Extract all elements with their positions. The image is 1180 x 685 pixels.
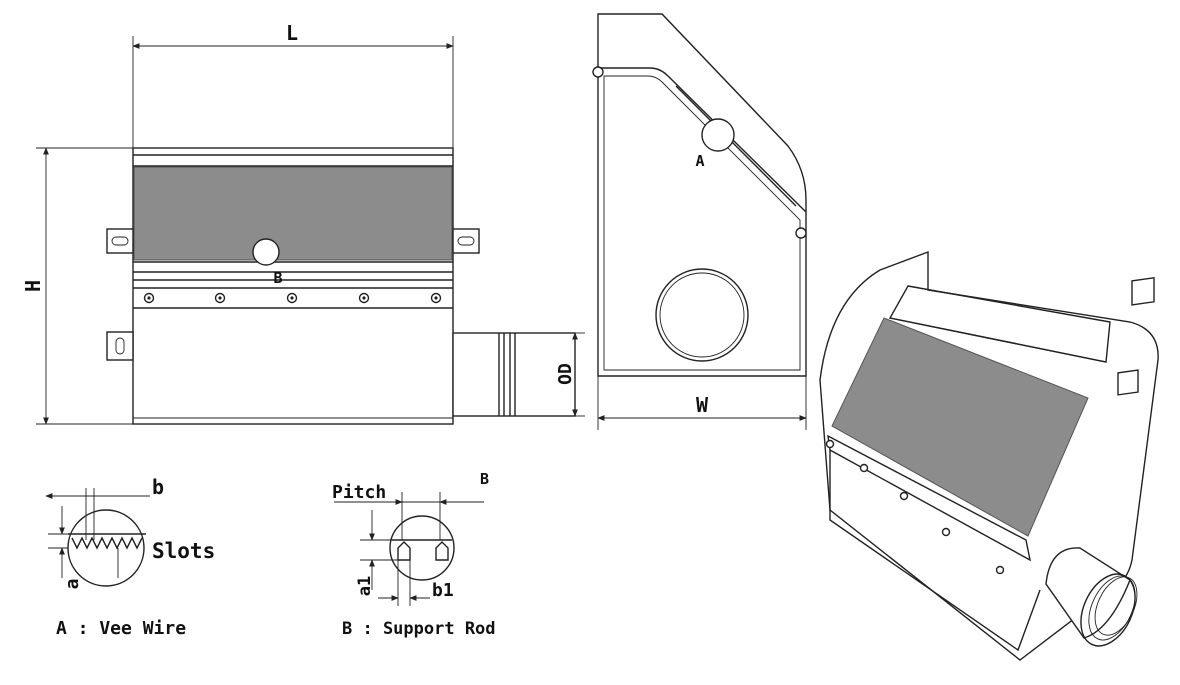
front-body-outline [132,147,454,425]
iso-outlet-pipe [1045,547,1138,647]
outlet-opening [655,268,749,362]
a1-label: a1 [355,576,375,596]
detail-b-support-rod: Pitch B b1 a1 B : Support Rod [332,470,496,639]
detail-b-ref-callout: B [480,470,489,488]
height-label: H [21,280,45,292]
iso-screen-panel [831,317,1089,537]
detail-b-circle [252,238,280,266]
detail-a-vee-wire: b a Slots A : Vee Wire [45,475,215,639]
detail-b-caption: B : Support Rod [342,619,496,639]
length-label: L [286,21,298,45]
b1-label: b1 [432,580,454,601]
bolt-row [143,292,442,304]
isometric-view [819,250,1159,661]
od-label: OD [555,363,576,385]
outlet-pipe [452,332,576,417]
pitch-label: Pitch [332,482,386,503]
detail-a-circle [701,118,735,152]
front-view: L H B [21,21,585,425]
detail-a-callout: A [695,152,704,170]
side-view: A W [592,13,807,430]
detail-b-circle-view [389,515,455,581]
slots-label: Slots [152,539,215,563]
detail-a-circle-view [67,509,145,587]
detail-a-b-label: b [152,475,164,499]
mounting-brackets [106,228,480,361]
iso-bolts [825,439,1005,575]
side-body-outline [597,13,807,377]
detail-b-callout: B [273,269,282,287]
detail-a-caption: A : Vee Wire [56,618,186,639]
front-screen-panel [133,166,453,261]
detail-a-a-label: a [62,579,83,590]
width-label: W [696,393,709,417]
